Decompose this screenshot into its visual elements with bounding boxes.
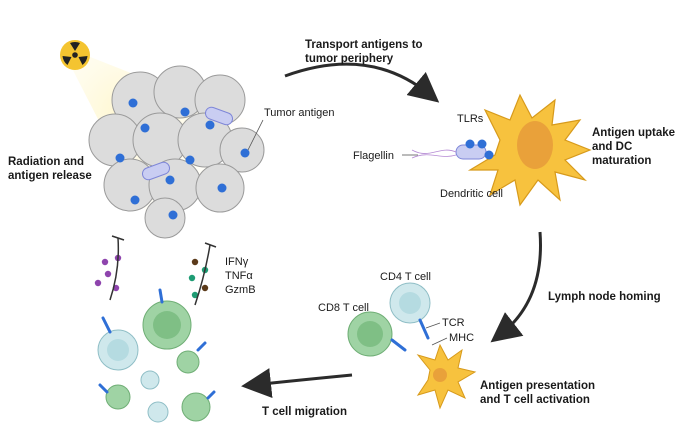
inhibition-curves xyxy=(109,235,217,306)
label-tlrs: TLRs xyxy=(457,113,484,125)
label-tnfa: TNFα xyxy=(225,270,253,282)
label-antigen-uptake: Antigen uptake and DC maturation xyxy=(592,127,676,167)
dendritic-cell xyxy=(467,93,592,207)
cd4-t-cell xyxy=(389,282,431,324)
label-radiation: Radiation and antigen release xyxy=(8,156,92,182)
label-mhc: MHC xyxy=(449,332,475,344)
label-flagellin: Flagellin xyxy=(353,150,394,162)
label-tcr: TCR xyxy=(442,317,465,329)
lymph-node-arrow xyxy=(490,231,542,343)
tumor-antigen-pointer xyxy=(247,119,264,151)
radiation-icon xyxy=(60,40,90,70)
label-cd4: CD4 T cell xyxy=(380,271,431,283)
transport-arrow xyxy=(284,62,440,103)
label-ifng: IFNγ xyxy=(225,256,249,268)
small-dendritic-cell xyxy=(416,343,477,410)
label-antigen-presentation: Antigen presentation and T cell activati… xyxy=(480,380,596,406)
cytokine-dots xyxy=(94,254,209,299)
tcr-mhc-receptors xyxy=(390,318,430,352)
label-lymph-node: Lymph node homing xyxy=(548,291,661,303)
label-cd8: CD8 T cell xyxy=(318,302,369,314)
label-gzmb: GzmB xyxy=(225,284,256,296)
label-transport: Transport antigens to tumor periphery xyxy=(305,39,423,65)
bacteria-in-tumor xyxy=(141,106,234,181)
cd8-t-cell xyxy=(347,311,393,357)
label-tumor-antigen: Tumor antigen xyxy=(264,107,335,119)
antigen-dots xyxy=(115,98,250,220)
t-cell-cluster xyxy=(97,300,211,423)
label-t-cell-migration: T cell migration xyxy=(262,406,347,418)
label-dendritic-cell: Dendritic cell xyxy=(440,188,503,200)
bacteria-icon xyxy=(411,139,494,160)
tcr-mhc-pointers xyxy=(425,322,448,346)
t-cell-migration-arrow xyxy=(241,368,353,399)
t-cell-receptors xyxy=(98,288,216,400)
